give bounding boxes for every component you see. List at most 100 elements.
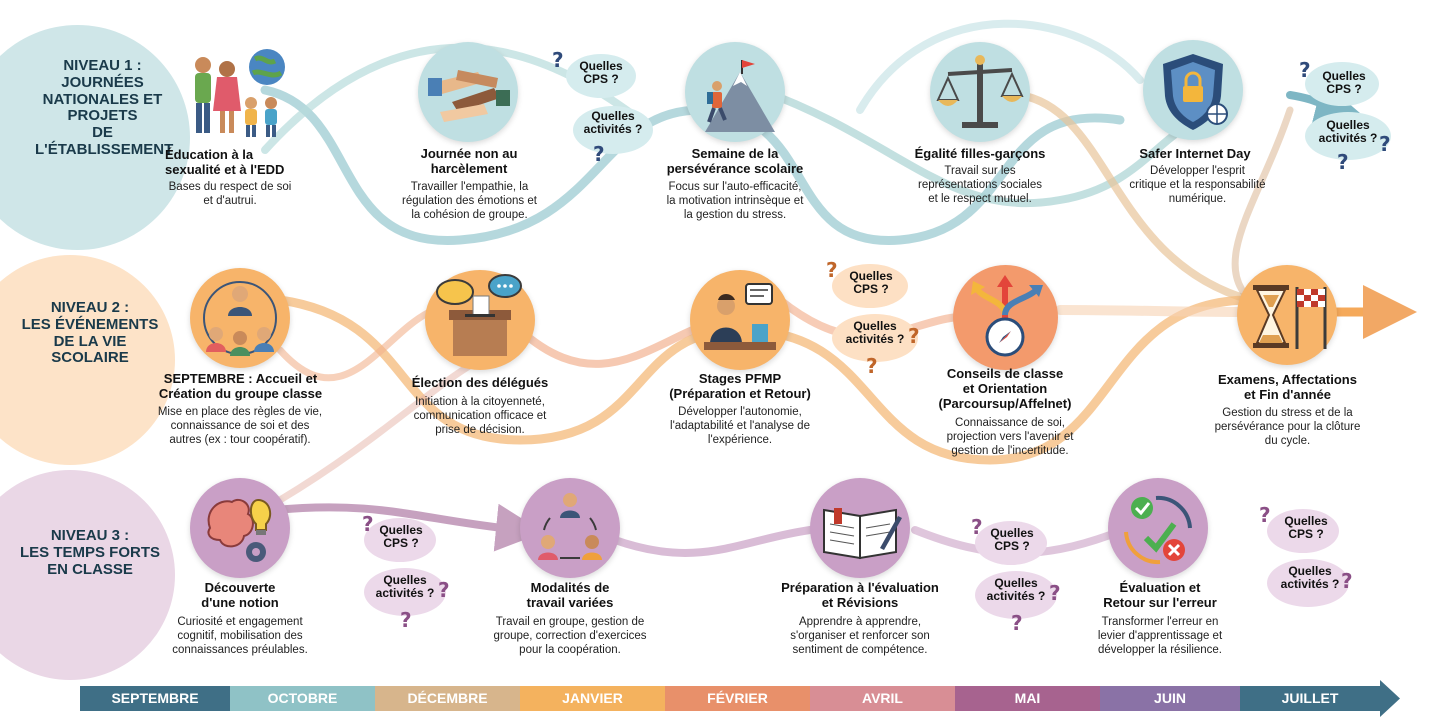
node-election-title: Élection des délégués <box>411 375 549 390</box>
question-mark-icon: ? <box>1049 581 1061 605</box>
node-decouverte-desc: Curiosité et engagement cognitif, mobili… <box>172 616 308 656</box>
timeline-month: JUILLET <box>1240 686 1380 711</box>
timeline-month: OCTOBRE <box>230 686 375 711</box>
node-edd-desc: Bases du respect de soi et d'autrui. <box>168 181 292 207</box>
node-edd-title: Éducation à la sexualité et à l'EDD <box>165 147 285 177</box>
node-modalites-desc: Travail en groupe, gestion de groupe, co… <box>493 616 647 656</box>
timeline-month: JUIN <box>1100 686 1240 711</box>
node-perseverance-circle <box>685 42 785 142</box>
bubble-cps-text: Quelles CPS ? <box>579 59 623 87</box>
question-mark-icon: ? <box>866 354 878 378</box>
timeline-month: MAI <box>955 686 1100 711</box>
node-preparation-desc: Apprendre à apprendre, s'organiser et re… <box>790 616 930 656</box>
level-3-circle <box>0 470 175 680</box>
node-election-desc: Initiation à la citoyenneté, communicati… <box>413 396 547 436</box>
question-mark-icon: ? <box>1379 132 1391 156</box>
question-mark-icon: ? <box>552 48 564 72</box>
level-1-title: NIVEAU 1 : JOURNÉES NATIONALES ET PROJET… <box>35 57 174 158</box>
timeline-month: AVRIL <box>810 686 955 711</box>
bubble-activites-text: Quelles activités ? <box>1318 118 1378 146</box>
node-perseverance-desc: Focus sur l'auto-efficacité, la motivati… <box>666 181 804 221</box>
node-egalite-title: Égalité filles-garçons <box>914 146 1046 161</box>
bubble-activites-text: Quelles activités ? <box>583 109 643 137</box>
timeline-month: JANVIER <box>520 686 665 711</box>
timeline-month: DÉCEMBRE <box>375 686 520 711</box>
bubble-activites-text: Quelles activités ? <box>1280 564 1340 592</box>
question-mark-icon: ? <box>908 324 920 348</box>
level-1-circle <box>0 25 190 250</box>
question-mark-icon: ? <box>1341 569 1353 593</box>
bubble-activites-text: Quelles activités ? <box>375 573 435 601</box>
node-examens-circle <box>1237 265 1337 365</box>
timeline-month: SEPTEMBRE <box>80 686 230 711</box>
team-cycle-icon <box>538 493 602 560</box>
node-pfmp-title: Stages PFMP (Préparation et Retour) <box>669 371 811 401</box>
node-modalites-title: Modalités de travail variées <box>526 580 614 610</box>
node-conseils-circle <box>953 265 1058 370</box>
brain-bulb-icon <box>207 498 272 562</box>
level-2-title: NIVEAU 2 : LES ÉVÉNEMENTS DE LA VIE SCOL… <box>21 299 159 367</box>
timeline-month: FÉVRIER <box>665 686 810 711</box>
node-safer-desc: Développer l'esprit critique et la respo… <box>1129 165 1266 205</box>
question-mark-icon: ? <box>438 578 450 602</box>
hourglass-flag-icon <box>1253 285 1327 349</box>
node-safer-title: Safer Internet Day <box>1139 146 1251 161</box>
bubble-cps-text: Quelles CPS ? <box>379 523 423 551</box>
node-preparation-title: Préparation à l'évaluation et Révisions <box>781 580 939 610</box>
node-accueil-title: SEPTEMBRE : Accueil et Création du group… <box>158 371 323 401</box>
group-teacher-icon <box>203 281 277 356</box>
question-bubble: Quelles CPS ? Quelles activités ? ? ? ? <box>350 512 460 637</box>
question-mark-icon: ? <box>1299 58 1311 82</box>
node-examens-desc: Gestion du stress et de la persévérance … <box>1214 407 1361 447</box>
level-2-circle <box>0 255 175 465</box>
node-pfmp-circle <box>690 270 790 370</box>
worker-desk-icon <box>704 283 776 350</box>
node-election-circle <box>425 270 535 370</box>
timeline-bar: SEPTEMBRE OCTOBRE DÉCEMBRE JANVIER FÉVRI… <box>80 680 1400 717</box>
question-mark-icon: ? <box>826 258 838 282</box>
node-examens-title: Examens, Affectations et Fin d'année <box>1218 372 1357 402</box>
compass-arrows-icon <box>971 275 1043 357</box>
question-mark-icon: ? <box>400 608 412 632</box>
bubble-cps-text: Quelles CPS ? <box>990 526 1034 554</box>
node-egalite-desc: Travail sur les représentations sociales… <box>917 165 1042 205</box>
node-pfmp-desc: Développer l'autonomie, l'adaptabilité e… <box>670 406 810 446</box>
question-bubble: Quelles CPS ? Quelles activités ? ? ? <box>548 48 663 168</box>
node-perseverance-title: Semaine de la persévérance scolaire <box>666 146 804 176</box>
question-bubble: Quelles CPS ? Quelles activités ? ? ? ? <box>820 258 935 383</box>
node-egalite-circle <box>930 42 1030 142</box>
node-conseils-title: Conseils de classe et Orientation (Parco… <box>938 366 1072 411</box>
question-mark-icon: ? <box>593 142 605 166</box>
balance-scale-icon <box>936 55 1024 128</box>
bubble-cps-text: Quelles CPS ? <box>849 269 893 297</box>
bubble-cps-text: Quelles CPS ? <box>1284 514 1328 542</box>
question-mark-icon: ? <box>1337 150 1349 174</box>
bubble-activites-text: Quelles activités ? <box>986 576 1046 604</box>
node-evaluation-circle <box>1108 478 1208 578</box>
node-safer-circle <box>1143 40 1243 140</box>
node-harcelement-desc: Travailler l'empathie, la régulation des… <box>402 181 537 221</box>
question-mark-icon: ? <box>1259 503 1271 527</box>
open-book-icon <box>823 508 902 560</box>
bubble-activites-text: Quelles activités ? <box>845 319 905 347</box>
node-decouverte-title: Découverte d'une notion <box>201 580 279 610</box>
question-bubble: Quelles CPS ? Quelles activités ? ? ? ? <box>963 515 1073 640</box>
ballot-box-icon <box>436 274 522 356</box>
check-cycle-icon <box>1124 495 1192 565</box>
timeline-arrow-icon <box>1380 680 1400 717</box>
node-accueil-desc: Mise en place des règles de vie, connais… <box>157 406 323 446</box>
level-3-title: NIVEAU 3 : LES TEMPS FORTS EN CLASSE <box>20 527 161 578</box>
stacked-hands-icon <box>428 70 510 122</box>
bubble-cps-text: Quelles CPS ? <box>1322 69 1366 97</box>
node-decouverte-circle <box>190 478 290 578</box>
family-globe-icon <box>185 45 290 145</box>
node-conseils-desc: Connaissance de soi, projection vers l'a… <box>946 417 1074 457</box>
question-mark-icon: ? <box>362 512 374 536</box>
node-harcelement-circle <box>418 42 518 142</box>
question-bubble: Quelles CPS ? Quelles activités ? ? ? <box>1255 503 1365 628</box>
node-evaluation-desc: Transformer l'erreur en levier d'apprent… <box>1097 616 1223 656</box>
node-modalites-circle <box>520 478 620 578</box>
mountain-climber-icon <box>705 60 775 132</box>
